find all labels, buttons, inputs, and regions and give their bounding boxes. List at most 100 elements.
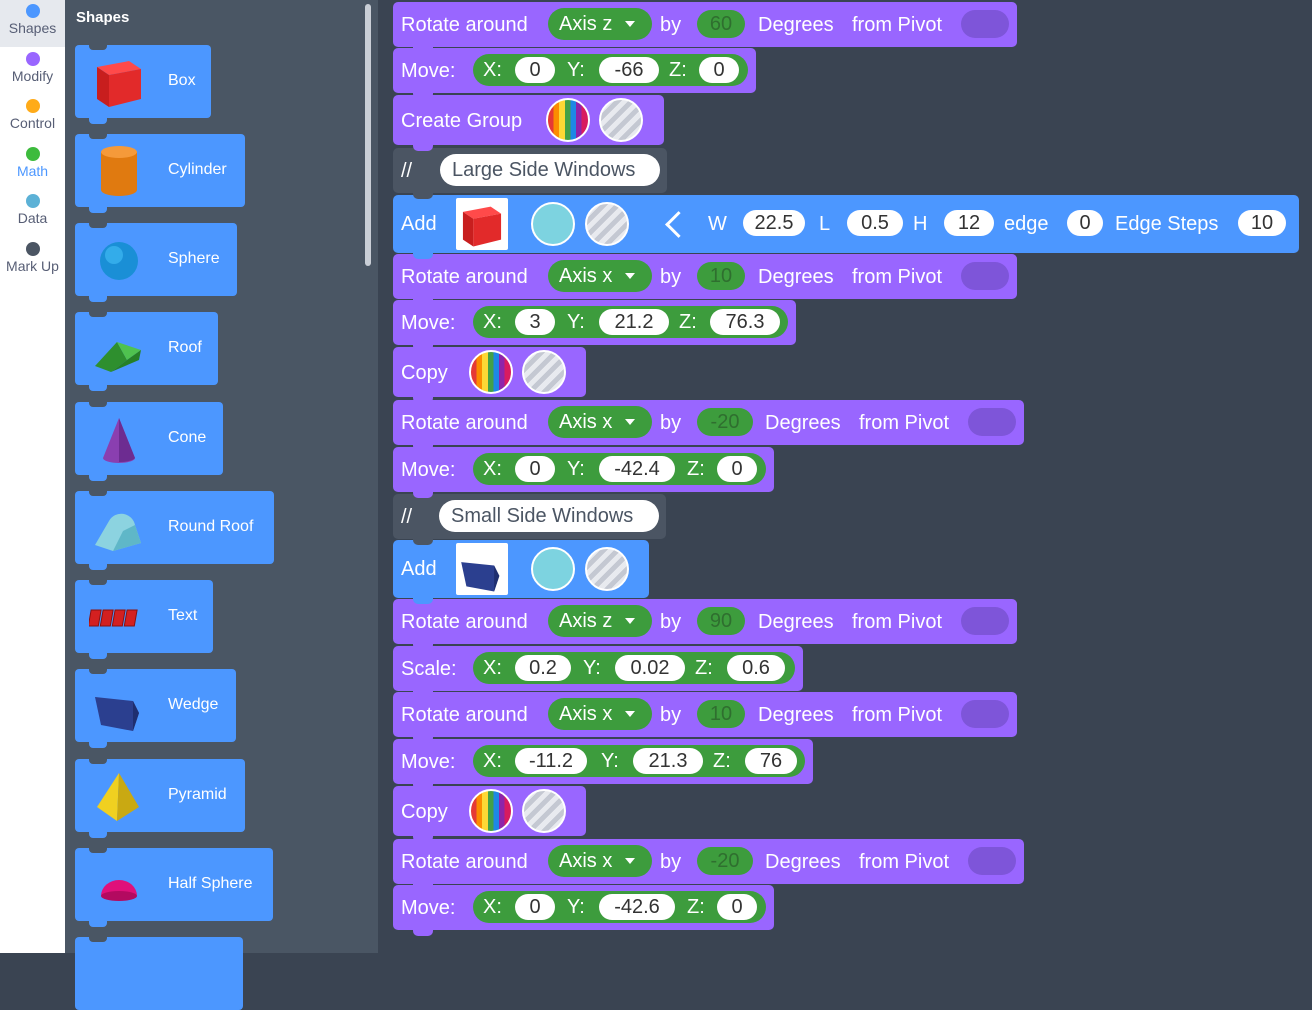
category-control[interactable]: Control xyxy=(0,95,65,142)
hole-swatch[interactable] xyxy=(522,789,566,833)
category-math[interactable]: Math xyxy=(0,143,65,190)
shape-block-pyramid[interactable]: Pyramid xyxy=(75,758,245,838)
x-input[interactable]: 0 xyxy=(515,456,555,482)
x-input[interactable]: 0 xyxy=(515,57,555,83)
box-thumbnail[interactable] xyxy=(456,198,508,250)
axis-dropdown[interactable]: Axis x xyxy=(548,698,652,730)
axis-dropdown[interactable]: Axis x xyxy=(548,260,652,292)
comment-block[interactable]: // Small Side Windows xyxy=(393,494,666,545)
rotate-block[interactable]: Rotate around Axis x by -20 Degrees from… xyxy=(393,839,1024,890)
z-input[interactable]: 0 xyxy=(699,57,739,83)
category-shapes[interactable]: Shapes xyxy=(0,0,65,47)
z-input[interactable]: 0 xyxy=(717,894,757,920)
length-input[interactable]: 0.5 xyxy=(847,210,903,236)
move-block[interactable]: Move: X: 0 Y: -42.4 Z: 0 xyxy=(393,447,774,498)
rotate-block[interactable]: Rotate around Axis z by 90 Degrees from … xyxy=(393,599,1017,650)
y-input[interactable]: 21.2 xyxy=(599,309,669,335)
rotate-block[interactable]: Rotate around Axis z by 60 Degrees from … xyxy=(393,2,1017,53)
move-block[interactable]: Move: X: 0 Y: -42.6 Z: 0 xyxy=(393,885,774,936)
shape-block-roof[interactable]: Roof xyxy=(75,311,218,391)
shape-block-text[interactable]: Text xyxy=(75,579,213,659)
x-input[interactable]: 3 xyxy=(515,309,555,335)
degrees-input[interactable]: -20 xyxy=(697,847,753,875)
comment-text[interactable]: Large Side Windows xyxy=(440,154,660,186)
hole-swatch[interactable] xyxy=(585,547,629,591)
x-input[interactable]: 0.2 xyxy=(515,655,571,681)
y-input[interactable]: -66 xyxy=(599,57,659,83)
axis-dropdown[interactable]: Axis x xyxy=(548,845,652,877)
rotate-block[interactable]: Rotate around Axis x by 10 Degrees from … xyxy=(393,692,1017,743)
shape-block-round-roof[interactable]: Round Roof xyxy=(75,490,274,570)
scale-block[interactable]: Scale: X: 0.2 Y: 0.02 Z: 0.6 xyxy=(393,646,803,697)
by-label: by xyxy=(660,611,682,633)
pivot-toggle[interactable] xyxy=(968,408,1016,436)
color-swatch[interactable] xyxy=(531,202,575,246)
shape-block-sphere[interactable]: Sphere xyxy=(75,222,237,302)
hole-swatch[interactable] xyxy=(585,202,629,246)
shape-block-half-sphere[interactable]: Half Sphere xyxy=(75,847,273,927)
add-shape-block[interactable]: Add W 22.5 L 0.5 H 12 edge 0 Edge Steps … xyxy=(393,195,1299,259)
pivot-toggle[interactable] xyxy=(968,847,1016,875)
category-label: Control xyxy=(9,115,56,131)
category-modify[interactable]: Modify xyxy=(0,48,65,95)
wedge-thumbnail[interactable] xyxy=(456,543,508,595)
move-block[interactable]: Move: X: -11.2 Y: 21.3 Z: 76 xyxy=(393,739,813,790)
edge-steps-input[interactable]: 10 xyxy=(1238,210,1286,236)
width-input[interactable]: 22.5 xyxy=(743,210,805,236)
copy-block[interactable]: Copy xyxy=(393,347,586,403)
y-input[interactable]: 0.02 xyxy=(615,655,685,681)
y-input[interactable]: 21.3 xyxy=(633,748,703,774)
degrees-input[interactable]: 60 xyxy=(697,10,745,38)
degrees-input[interactable]: 90 xyxy=(697,607,745,635)
shape-block-partial[interactable] xyxy=(75,936,243,1010)
axis-value: Axis z xyxy=(559,610,613,632)
chevron-left-icon[interactable] xyxy=(665,211,692,238)
hole-swatch[interactable] xyxy=(522,350,566,394)
control-category-dot-icon xyxy=(25,99,40,113)
move-block[interactable]: Move: X: 0 Y: -66 Z: 0 xyxy=(393,48,756,99)
multicolor-swatch[interactable] xyxy=(546,98,590,142)
shape-block-cone[interactable]: Cone xyxy=(75,401,223,481)
category-mark-up[interactable]: Mark Up xyxy=(0,238,65,285)
half-sphere-icon xyxy=(101,880,137,901)
multicolor-swatch[interactable] xyxy=(469,350,513,394)
x-input[interactable]: 0 xyxy=(515,894,555,920)
category-data[interactable]: Data xyxy=(0,190,65,237)
axis-dropdown[interactable]: Axis z xyxy=(548,8,652,40)
z-input[interactable]: 76 xyxy=(745,748,797,774)
comment-text[interactable]: Small Side Windows xyxy=(439,500,659,532)
edge-input[interactable]: 0 xyxy=(1067,210,1103,236)
shape-block-box[interactable]: Box xyxy=(75,44,211,124)
axis-dropdown[interactable]: Axis z xyxy=(548,605,652,637)
axis-dropdown[interactable]: Axis x xyxy=(548,406,652,438)
rotate-block[interactable]: Rotate around Axis x by 10 Degrees from … xyxy=(393,254,1017,305)
pivot-toggle[interactable] xyxy=(961,607,1009,635)
z-input[interactable]: 0 xyxy=(717,456,757,482)
create-group-block[interactable]: Create Group xyxy=(393,95,664,151)
script-workspace[interactable]: Rotate around Axis z by 60 Degrees from … xyxy=(378,0,1312,953)
height-input[interactable]: 12 xyxy=(944,210,994,236)
shape-block-wedge[interactable]: Wedge xyxy=(75,668,236,748)
pivot-toggle[interactable] xyxy=(961,262,1009,290)
x-input[interactable]: -11.2 xyxy=(515,748,587,774)
degrees-input[interactable]: 10 xyxy=(697,262,745,290)
degrees-input[interactable]: 10 xyxy=(697,700,745,728)
flyout-scrollbar[interactable] xyxy=(365,4,371,266)
shape-block-cylinder[interactable]: Cylinder xyxy=(75,133,245,213)
y-input[interactable]: -42.4 xyxy=(599,456,675,482)
color-swatch[interactable] xyxy=(531,547,575,591)
z-input[interactable]: 76.3 xyxy=(710,309,780,335)
pivot-label: from Pivot xyxy=(859,412,950,434)
pivot-toggle[interactable] xyxy=(961,10,1009,38)
rotate-block[interactable]: Rotate around Axis x by -20 Degrees from… xyxy=(393,400,1024,451)
move-block[interactable]: Move: X: 3 Y: 21.2 Z: 76.3 xyxy=(393,300,796,351)
z-input[interactable]: 0.6 xyxy=(727,655,785,681)
hole-swatch[interactable] xyxy=(599,98,643,142)
degrees-input[interactable]: -20 xyxy=(697,408,753,436)
multicolor-swatch[interactable] xyxy=(469,789,513,833)
copy-block[interactable]: Copy xyxy=(393,786,586,842)
pivot-toggle[interactable] xyxy=(961,700,1009,728)
add-shape-block[interactable]: Add xyxy=(393,540,649,604)
comment-block[interactable]: // Large Side Windows xyxy=(393,148,667,199)
y-input[interactable]: -42.6 xyxy=(599,894,675,920)
